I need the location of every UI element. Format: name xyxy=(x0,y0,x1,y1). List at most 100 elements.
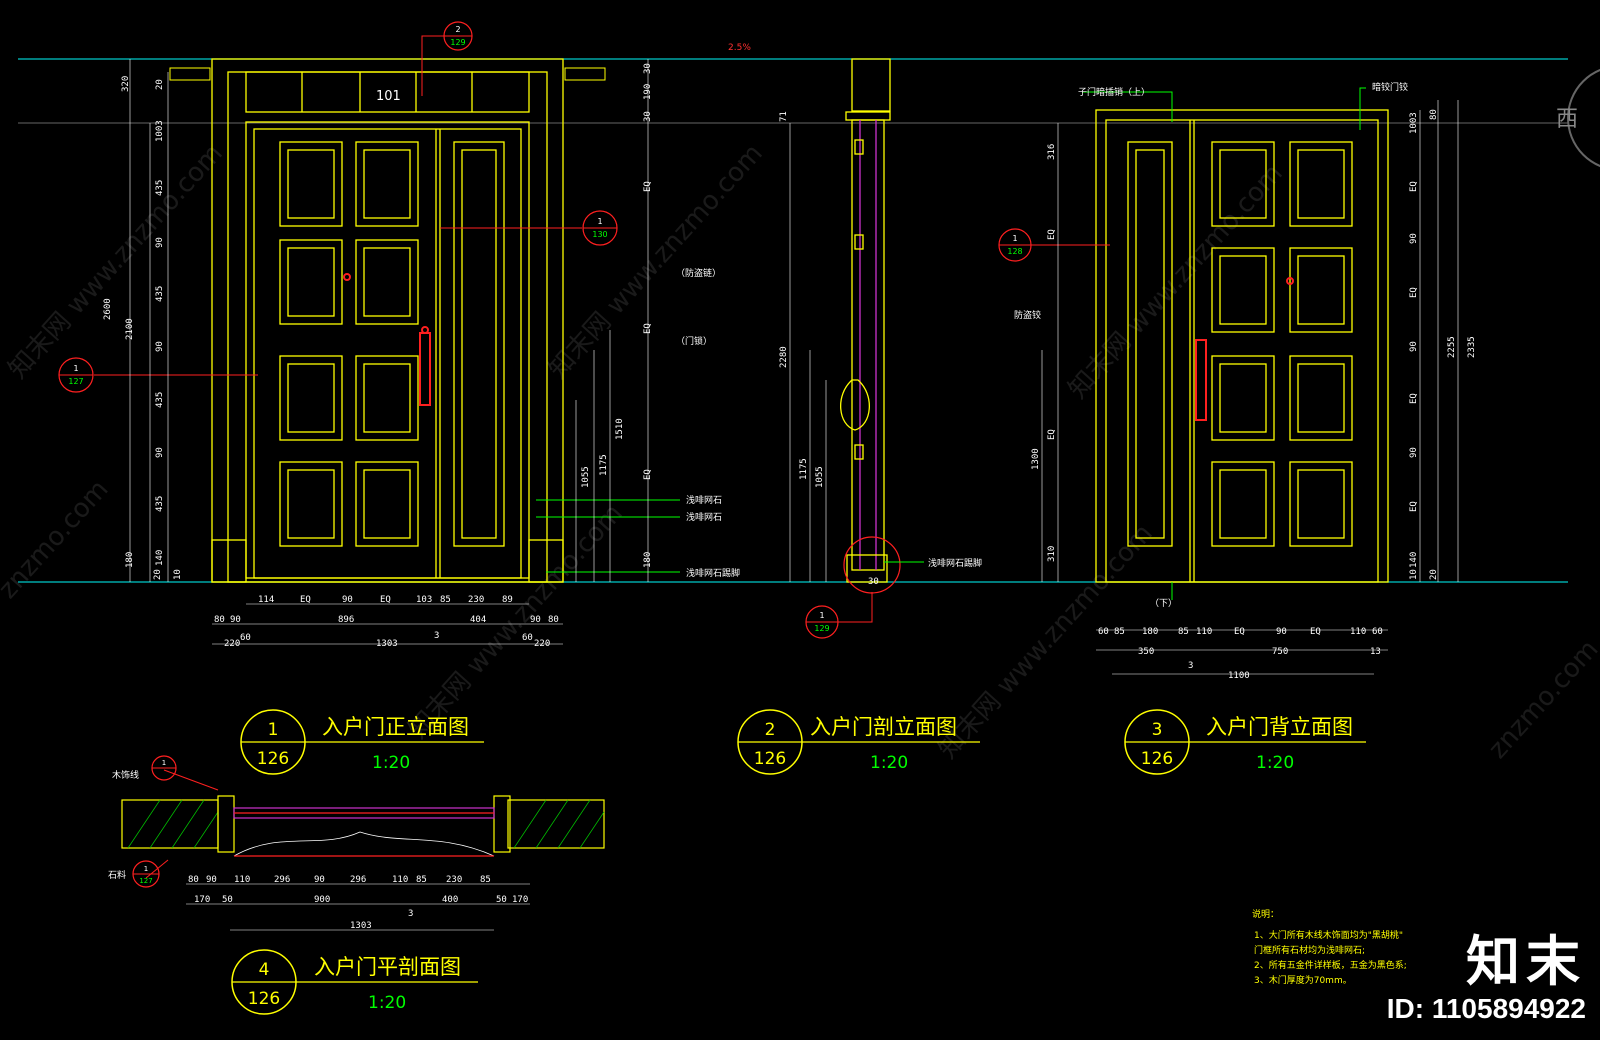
dim-text: 60 xyxy=(1098,627,1109,637)
callout-front-right: 1 130 xyxy=(582,210,618,246)
dim-text: 1100 xyxy=(1228,671,1250,681)
dim-text: 90 xyxy=(1276,627,1287,637)
dim-text: EQ xyxy=(380,595,391,605)
front-panels xyxy=(279,141,505,547)
dim-text: 2335 xyxy=(1467,336,1477,358)
corner-circle xyxy=(1567,68,1600,168)
dim-text: 30 xyxy=(643,63,653,74)
annotation-labels: （防盗链） （门锁） 浅啡网石 浅啡网石 浅啡网石踢脚 浅啡网石踢脚 子门暗插销… xyxy=(108,81,1408,881)
brand-watermark: 知末 ID: 1105894922 xyxy=(1387,932,1586,1026)
dim-text: 404 xyxy=(470,615,486,625)
dim-text: 2280 xyxy=(779,346,789,368)
label-back-anti: 防盗铰 xyxy=(1014,309,1041,321)
brand-logo: 知末 xyxy=(1466,930,1586,993)
label-section-stone: 浅啡网石踢脚 xyxy=(928,557,982,569)
dim-text: 170 xyxy=(194,895,210,905)
dim-text: 90 xyxy=(530,615,541,625)
leader-lines xyxy=(94,35,1110,879)
dim-text: 230 xyxy=(468,595,484,605)
label-back-top-left: 子门暗插销（上） xyxy=(1078,86,1150,98)
dim-text: 1003 xyxy=(1409,112,1419,134)
dim-text: EQ xyxy=(1409,393,1419,404)
callout-back-left: 1 128 xyxy=(998,228,1032,262)
svg-text:1:20: 1:20 xyxy=(1256,753,1294,773)
guide-lines xyxy=(18,58,1568,583)
dim-text: 220 xyxy=(224,639,240,649)
dim-text: 85 xyxy=(440,595,451,605)
dim-text: 140 xyxy=(1409,552,1419,568)
dim-text: 896 xyxy=(338,615,354,625)
watermark-layer: 知末网 www.znzmo.com 知末网 www.znzmo.com 知末网 … xyxy=(0,138,1600,764)
svg-text:3: 3 xyxy=(1152,720,1163,740)
dim-text: 80 xyxy=(188,875,199,885)
dim-text: 85 xyxy=(1178,627,1189,637)
dim-text: 114 xyxy=(258,595,274,605)
dim-text: 180 xyxy=(643,552,653,568)
dim-text: 1175 xyxy=(599,454,609,476)
dim-text: 1055 xyxy=(815,466,825,488)
dim-text: 1303 xyxy=(350,921,372,931)
back-right-dims: 1003 80 EQ 90 EQ 90 EQ 90 EQ 10 140 20 2… xyxy=(1409,100,1477,582)
dim-text: EQ xyxy=(643,181,653,192)
dim-text: 2255 xyxy=(1447,336,1457,358)
dim-text: 3 xyxy=(408,909,413,919)
dim-text: 80 xyxy=(1429,109,1439,120)
dim-text: 103 xyxy=(416,595,432,605)
title-block-2: 2 126 入户门剖立面图 1:20 xyxy=(737,709,980,775)
dim-text: 110 xyxy=(1196,627,1212,637)
svg-text:130: 130 xyxy=(592,230,607,239)
callout-front-top: 2 129 xyxy=(443,21,473,51)
dim-text: 50 xyxy=(496,895,507,905)
callout-front-left: 1 127 xyxy=(58,357,94,393)
dim-text: EQ xyxy=(1409,287,1419,298)
svg-text:4: 4 xyxy=(259,960,270,980)
dim-text: 190 xyxy=(643,84,653,100)
dim-text: 90 xyxy=(314,875,325,885)
svg-text:129: 129 xyxy=(450,38,465,47)
section-elevation xyxy=(840,58,891,583)
svg-text:1: 1 xyxy=(162,759,166,767)
dim-text: 90 xyxy=(342,595,353,605)
watermark-text: 知末网 www.znzmo.com xyxy=(543,138,769,384)
dim-text: 320 xyxy=(121,76,131,92)
watermark-text: 知末网 www.znzmo.com xyxy=(3,138,229,384)
title-block-1: 1 126 入户门正立面图 1:20 xyxy=(240,709,484,775)
dim-text: EQ xyxy=(1234,627,1245,637)
svg-text:126: 126 xyxy=(754,749,786,769)
dim-text: 316 xyxy=(1047,144,1057,160)
dim-text: 90 xyxy=(155,237,165,248)
svg-text:1: 1 xyxy=(819,611,824,620)
dim-text: 110 xyxy=(234,875,250,885)
svg-text:126: 126 xyxy=(1141,749,1173,769)
dim-text: 50 xyxy=(222,895,233,905)
svg-text:126: 126 xyxy=(248,989,280,1009)
dim-text: 13 xyxy=(1370,647,1381,657)
dim-text: EQ xyxy=(1409,181,1419,192)
label-back-top-right: 暗铰门铰 xyxy=(1372,81,1408,93)
dim-text: 310 xyxy=(1047,546,1057,562)
label-stone-b: 浅啡网石 xyxy=(686,511,722,523)
svg-text:入户门平剖面图: 入户门平剖面图 xyxy=(314,955,461,979)
dim-text: 30 xyxy=(868,577,879,587)
front-bottom-dims: 114 EQ 90 EQ 103 85 230 89 80 90 896 404… xyxy=(212,595,563,649)
label-anti-theft-chain: （防盗链） xyxy=(676,267,721,279)
dim-text: 2100 xyxy=(125,318,135,340)
svg-text:128: 128 xyxy=(1007,247,1022,256)
label-stone-skirting: 浅啡网石踢脚 xyxy=(686,567,740,579)
dim-text: 220 xyxy=(534,639,550,649)
watermark-text: znzmo.com xyxy=(1483,634,1600,764)
notes-heading: 说明： xyxy=(1252,908,1279,920)
dim-text: 180 xyxy=(125,552,135,568)
dim-text: 20 xyxy=(1429,569,1439,580)
dim-text: 900 xyxy=(314,895,330,905)
dim-text: 90 xyxy=(155,341,165,352)
label-door-lock: （门锁） xyxy=(676,335,712,347)
dim-text: 90 xyxy=(1409,447,1419,458)
title-block-4: 4 126 入户门平剖面图 1:20 xyxy=(231,949,478,1015)
svg-text:126: 126 xyxy=(257,749,289,769)
dim-text: 80 xyxy=(548,615,559,625)
back-left-dims: 316 EQ EQ 1300 310 xyxy=(1031,123,1059,582)
dim-text: 1303 xyxy=(376,639,398,649)
svg-text:2: 2 xyxy=(455,25,460,34)
